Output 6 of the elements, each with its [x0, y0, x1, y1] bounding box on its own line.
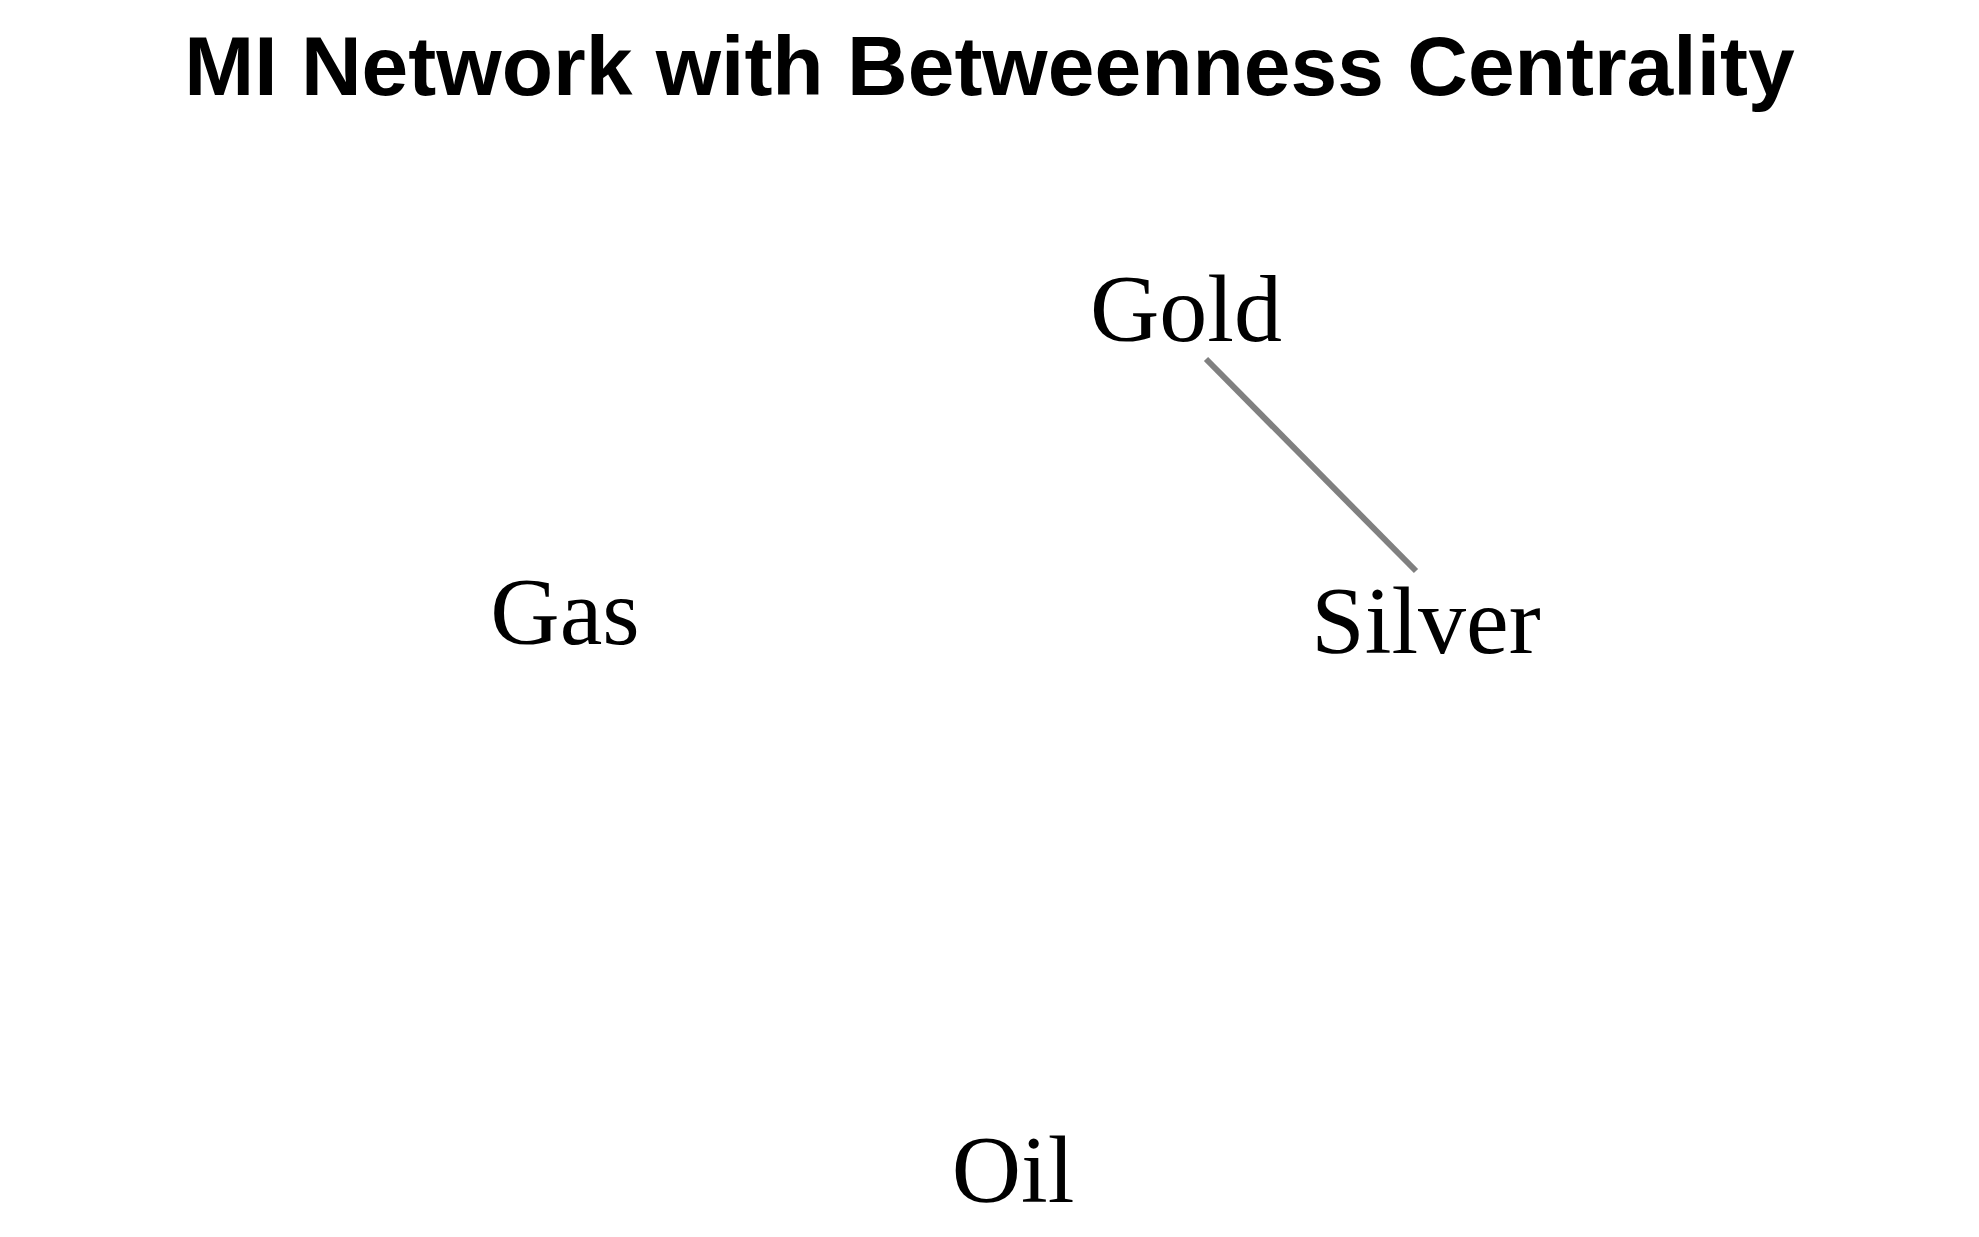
node-label: Oil: [951, 1122, 1075, 1218]
edge-line: [1203, 356, 1419, 574]
node-label: Silver: [1311, 573, 1541, 669]
node-label: Gold: [1090, 261, 1282, 357]
node-label: Gas: [490, 564, 640, 660]
diagram-title: MI Network with Betweenness Centrality: [184, 18, 1795, 115]
